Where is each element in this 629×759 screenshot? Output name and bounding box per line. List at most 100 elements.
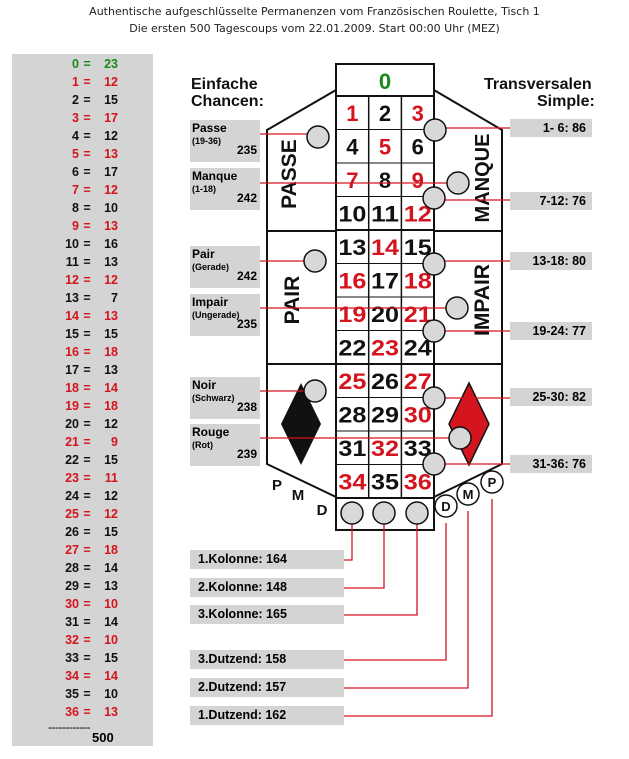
frequency-row: 6=17	[12, 163, 153, 181]
frequency-row: 16=18	[12, 343, 153, 361]
frequency-row: 8=10	[12, 199, 153, 217]
frequency-equals: =	[83, 255, 91, 269]
board-number-6: 6	[412, 135, 424, 160]
passe-label: PASSE	[278, 139, 301, 209]
frequency-separator: ------------	[48, 720, 90, 734]
frequency-row: 9=13	[12, 217, 153, 235]
stat-rouge-sub: (Rot)	[192, 440, 213, 450]
frequency-number: 3	[72, 111, 79, 125]
frequency-number: 20	[65, 417, 79, 431]
frequency-equals: =	[83, 669, 91, 683]
frequency-row: 5=13	[12, 145, 153, 163]
frequency-number: 4	[72, 129, 79, 143]
board-number-29: 29	[371, 403, 399, 428]
dutzend-1: 1.Dutzend: 162	[190, 706, 344, 725]
frequency-number: 34	[65, 669, 79, 683]
frequency-row: 24=12	[12, 487, 153, 505]
frequency-row: 12=12	[12, 271, 153, 289]
frequency-count: 15	[104, 327, 118, 341]
pmd-right-p: P	[488, 475, 497, 490]
frequency-equals: =	[83, 327, 91, 341]
frequency-number: 6	[72, 165, 79, 179]
stat-manque-name: Manque	[192, 169, 238, 183]
stat-rouge-name: Rouge	[192, 425, 230, 439]
board-number-10: 10	[338, 202, 366, 227]
board-number-36: 36	[404, 470, 432, 495]
stat-passe-value: 235	[236, 143, 257, 157]
frequency-count: 12	[104, 507, 118, 521]
transversalen-label: Transversalen	[484, 76, 592, 93]
marker-rouge	[448, 426, 472, 450]
frequency-number: 36	[65, 705, 79, 719]
board-number-5: 5	[379, 135, 391, 160]
board-number-34: 34	[338, 470, 367, 495]
frequency-equals: =	[83, 183, 91, 197]
frequency-equals: =	[83, 57, 91, 71]
board-number-28: 28	[338, 403, 366, 428]
board-number-17: 17	[371, 269, 399, 294]
frequency-number: 35	[65, 687, 79, 701]
dutzend-2: 2.Dutzend: 157	[190, 678, 344, 697]
frequency-count: 9	[111, 435, 118, 449]
frequency-number: 7	[72, 183, 79, 197]
marker-kolonne-3	[405, 501, 429, 525]
pair-label: PAIR	[281, 276, 304, 325]
frequency-equals: =	[83, 471, 91, 485]
frequency-equals: =	[83, 75, 91, 89]
frequency-count: 12	[104, 273, 118, 287]
frequency-count: 12	[104, 183, 118, 197]
stat-pair: Pair (Gerade) 242	[190, 246, 260, 288]
transversale-1-6: 1- 6: 86	[510, 119, 592, 137]
connector-dutzend-2	[344, 511, 469, 689]
einfache-label: Einfache	[191, 76, 258, 93]
frequency-count: 13	[104, 705, 118, 719]
stat-impair-name: Impair	[192, 295, 229, 309]
frequency-number: 13	[65, 291, 79, 305]
frequency-row: 36=13	[12, 703, 153, 721]
stat-pair-value: 242	[236, 269, 257, 283]
board-number-31: 31	[338, 436, 366, 461]
board-number-32: 32	[371, 436, 399, 461]
frequency-row: 1=12	[12, 73, 153, 91]
frequency-total: 500	[92, 730, 114, 745]
frequency-count: 12	[104, 417, 118, 431]
pmd-right-d: D	[441, 499, 450, 514]
board-number-8: 8	[379, 168, 391, 193]
frequency-equals: =	[83, 129, 91, 143]
board-number-7: 7	[346, 168, 358, 193]
frequency-equals: =	[83, 561, 91, 575]
stat-passe-name: Passe	[192, 121, 227, 135]
kolonne-1: 1.Kolonne: 164	[190, 550, 344, 569]
board-number-14: 14	[371, 235, 400, 260]
zero-number: 0	[379, 69, 391, 94]
frequency-count: 13	[104, 255, 118, 269]
transversale-13-18: 13-18: 80	[510, 252, 592, 270]
board-number-11: 11	[371, 202, 399, 227]
marker-pair	[303, 249, 327, 273]
frequency-count: 12	[104, 75, 118, 89]
transversale-31-36: 31-36: 76	[510, 455, 592, 473]
frequency-number: 2	[72, 93, 79, 107]
frequency-row: 0=23	[12, 55, 153, 73]
frequency-row: 14=13	[12, 307, 153, 325]
frequency-number: 27	[65, 543, 79, 557]
transversale-25-30: 25-30: 82	[510, 388, 592, 406]
connector-kolonne-1	[344, 517, 353, 561]
frequency-equals: =	[83, 399, 91, 413]
pmd-right-circle	[434, 494, 458, 518]
frequency-count: 15	[104, 93, 118, 107]
frequency-number: 21	[65, 435, 79, 449]
frequency-number: 28	[65, 561, 79, 575]
stat-impair-value: 235	[236, 317, 257, 331]
frequency-count: 14	[104, 669, 118, 683]
stat-noir-name: Noir	[192, 378, 216, 392]
transversale-19-24: 19-24: 77	[510, 322, 592, 340]
pmd-right-circle	[456, 482, 480, 506]
frequency-row: 35=10	[12, 685, 153, 703]
marker-trans-2	[422, 186, 446, 210]
frequency-number: 17	[65, 363, 79, 377]
frequency-row: 25=12	[12, 505, 153, 523]
board-number-26: 26	[371, 369, 399, 394]
manque-label: MANQUE	[472, 134, 494, 223]
